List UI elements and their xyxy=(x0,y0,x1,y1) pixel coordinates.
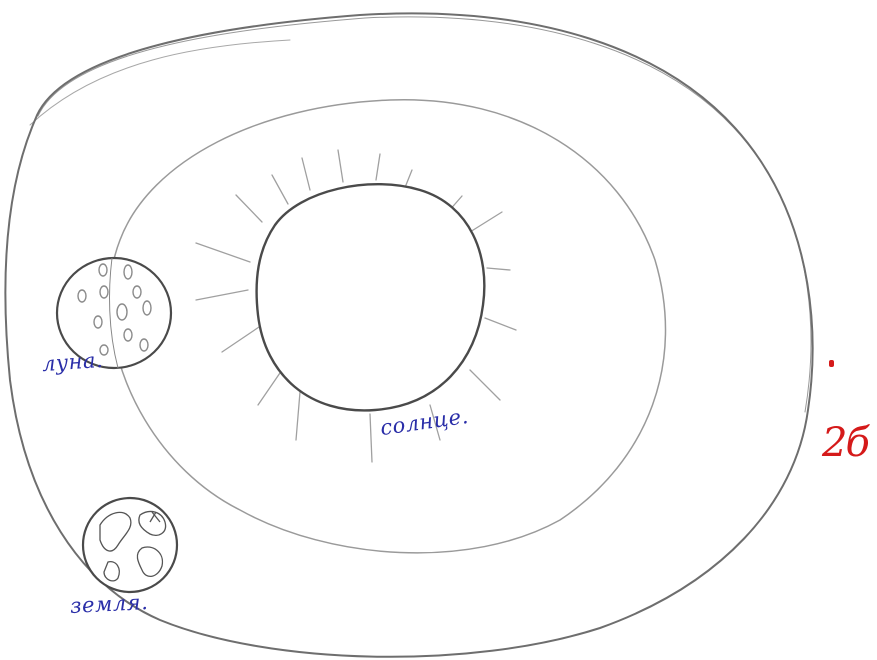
earth xyxy=(83,498,177,592)
grade-mark-dot xyxy=(829,360,834,367)
moon-label: луна. xyxy=(41,348,104,376)
earth-label: земля. xyxy=(69,590,148,618)
sun xyxy=(257,184,485,410)
grade-mark: 2б xyxy=(822,420,868,466)
